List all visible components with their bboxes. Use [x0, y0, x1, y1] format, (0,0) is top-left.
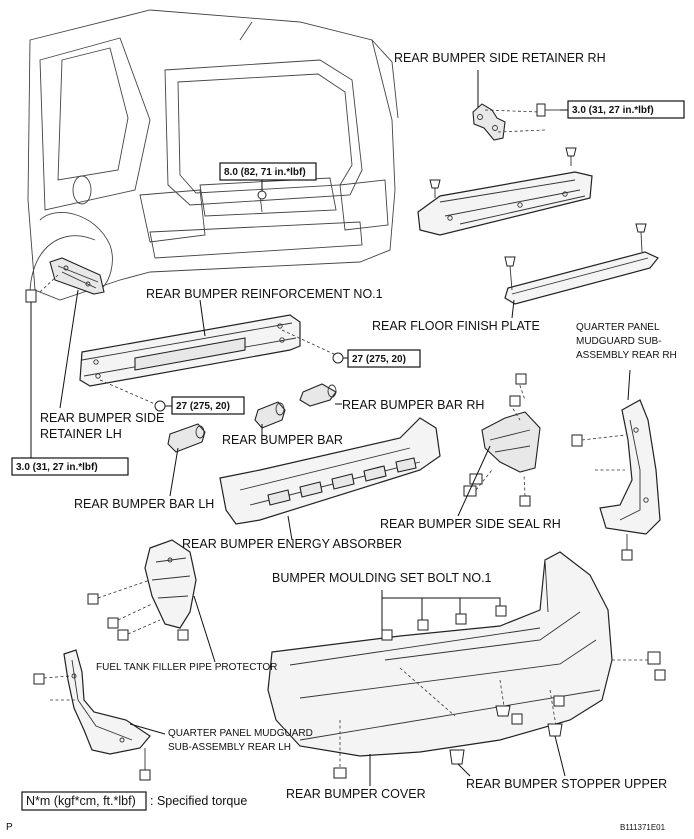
bolt-icon	[333, 651, 666, 779]
label-side-seal-rh: REAR BUMPER SIDE SEAL RH	[380, 517, 561, 531]
torque-center: 8.0 (82, 71 in.*lbf)	[224, 167, 306, 178]
torque-retainer-rh: 3.0 (31, 27 in.*lbf)	[572, 105, 654, 116]
clip-icon	[504, 256, 516, 267]
bolt-icon	[536, 103, 560, 117]
legend-text: : Specified torque	[150, 794, 247, 808]
center-bolt-icon	[257, 190, 267, 200]
clip-icon	[571, 434, 583, 447]
label-qp-mudguard-lh-2: SUB-ASSEMBLY REAR LH	[168, 742, 291, 753]
label-fuel-protector: FUEL TANK FILLER PIPE PROTECTOR	[96, 662, 277, 673]
stopper-upper-fasteners	[333, 651, 666, 779]
label-cover: REAR BUMPER COVER	[286, 787, 426, 801]
quarter-panel-mudguard-rh	[571, 369, 661, 561]
label-energy-absorber: REAR BUMPER ENERGY ABSORBER	[182, 537, 402, 551]
torque-box-retainer-rh	[567, 100, 685, 119]
torque-box-reinf-lh	[171, 396, 245, 415]
bolt-icon	[87, 593, 189, 641]
label-qp-mudguard-lh-1: QUARTER PANEL MUDGUARD	[168, 728, 313, 739]
quarter-panel-mudguard-lh	[33, 649, 166, 781]
side-retainer-rh	[472, 70, 568, 141]
floor-finish-plate	[504, 223, 659, 319]
bolt-icon	[621, 549, 633, 561]
figure-code: B111371E01	[620, 823, 666, 832]
label-qp-mudguard-rh-2: MUDGUARD SUB-	[576, 336, 662, 347]
label-stopper-upper: REAR BUMPER STOPPER UPPER	[466, 777, 667, 791]
torque-reinf-lh: 27 (275, 20)	[176, 401, 230, 412]
bolt-icon	[139, 769, 151, 781]
side-retainer-lh	[25, 257, 105, 460]
bolt-icon	[381, 605, 507, 641]
legend-unit: N*m (kgf*cm, ft.*lbf)	[26, 794, 136, 808]
torque-retainer-lh: 3.0 (31, 27 in.*lbf)	[16, 462, 98, 473]
label-bar-lh: REAR BUMPER BAR LH	[74, 497, 214, 511]
rear-bumper-cover	[267, 551, 613, 786]
label-qp-mudguard-rh-1: QUARTER PANEL	[576, 322, 660, 333]
upper-trim-panel	[417, 171, 593, 236]
moulding-set-bolts	[381, 590, 507, 641]
label-qp-mudguard-rh-3: ASSEMBLY REAR RH	[576, 350, 677, 361]
torque-box-retainer-lh	[11, 457, 129, 476]
nut-icon	[332, 352, 344, 364]
bumper-bar-rh	[299, 383, 342, 407]
label-side-retainer-lh-1: REAR BUMPER SIDE	[40, 411, 164, 425]
label-bar-rh: REAR BUMPER BAR RH	[342, 398, 484, 412]
corner-left-mark: P	[6, 822, 13, 833]
clip-icon	[429, 147, 577, 198]
bolt-icon	[463, 373, 531, 507]
fuel-filler-pipe-protector	[87, 539, 216, 663]
reinforcement-no1	[79, 299, 348, 412]
vehicle-rear-outline	[27, 9, 399, 301]
clip-icon	[635, 223, 647, 233]
energy-absorber	[219, 417, 441, 541]
label-reinforcement: REAR BUMPER REINFORCEMENT NO.1	[146, 287, 383, 301]
torque-box-reinf-rh	[347, 349, 421, 368]
side-seal-rh	[457, 373, 541, 517]
label-floor-finish-plate: REAR FLOOR FINISH PLATE	[372, 319, 540, 333]
bolt-icon	[25, 289, 37, 303]
bumper-bar	[254, 401, 286, 436]
label-moulding-bolt: BUMPER MOULDING SET BOLT NO.1	[272, 571, 492, 585]
label-bar: REAR BUMPER BAR	[222, 433, 343, 447]
torque-reinf-rh: 27 (275, 20)	[352, 354, 406, 365]
bumper-bar-lh	[167, 423, 206, 497]
label-side-retainer-rh: REAR BUMPER SIDE RETAINER RH	[394, 51, 606, 65]
label-side-retainer-lh-2: RETAINER LH	[40, 427, 122, 441]
legend-box	[21, 791, 147, 811]
torque-box-center	[219, 162, 317, 181]
nut-icon	[154, 400, 166, 412]
clip-icon	[33, 673, 45, 685]
